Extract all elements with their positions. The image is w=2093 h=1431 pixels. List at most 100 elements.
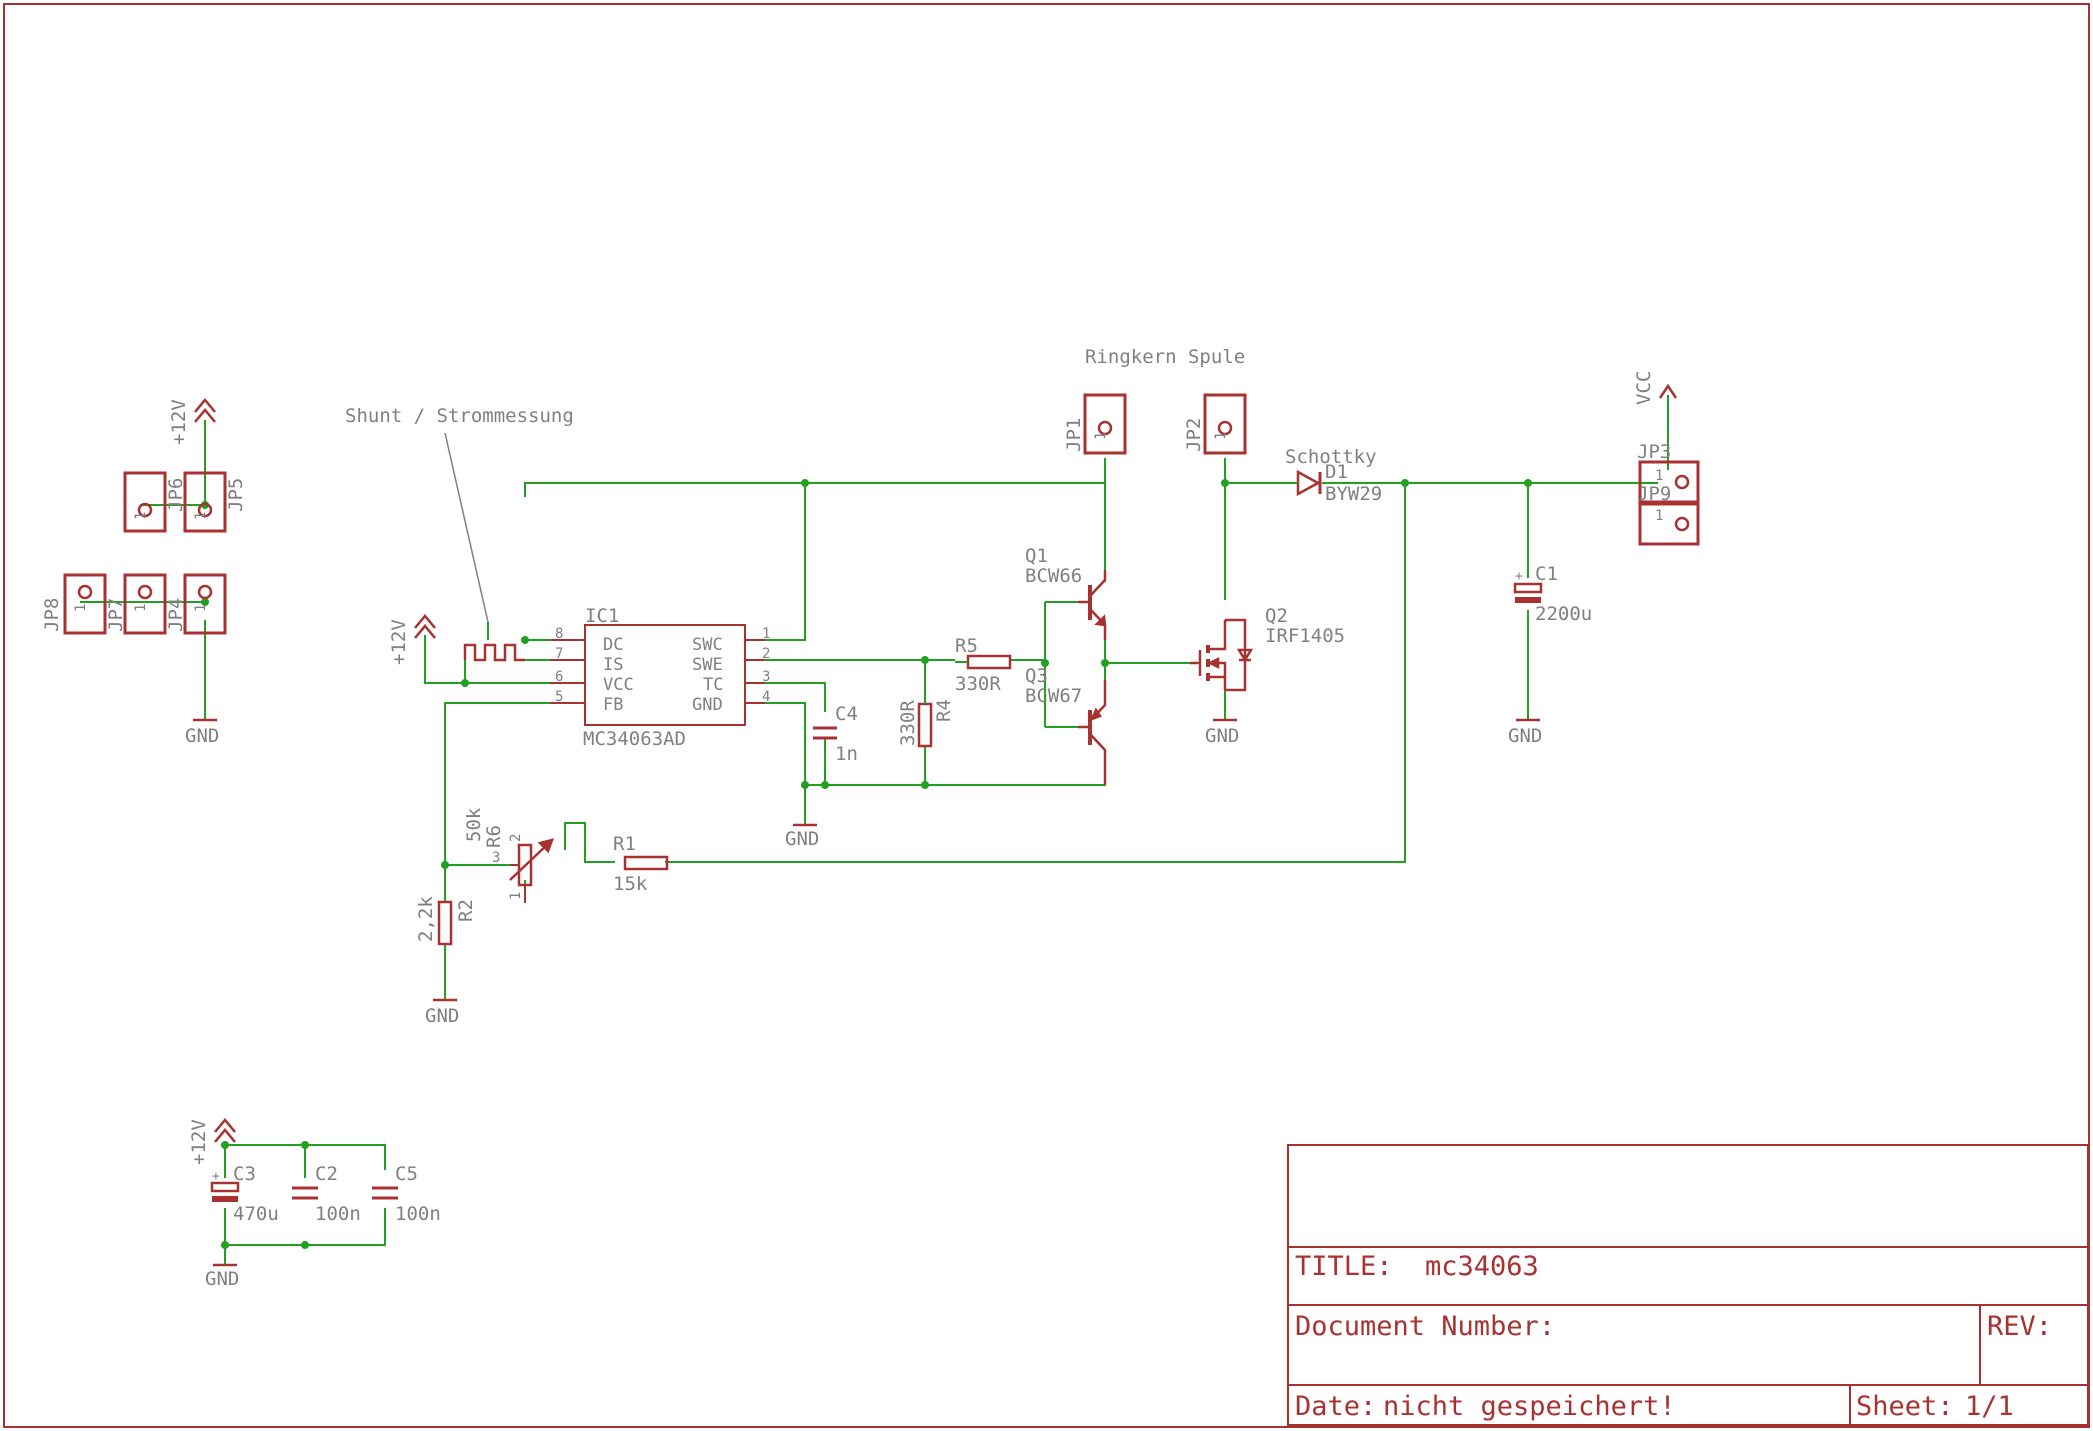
vcc-arrow xyxy=(1658,383,1678,399)
ic1-pin-swc: SWC xyxy=(692,635,723,655)
d1-name: D1 xyxy=(1325,461,1348,483)
plus12v-label-ic: +12V xyxy=(388,619,410,665)
sheet-value: 1/1 xyxy=(1965,1391,2014,1422)
ic1-pin-stubs xyxy=(550,639,765,704)
r6-value: 50k xyxy=(463,807,485,842)
jp9-pin: 1 xyxy=(1655,508,1663,524)
jp9-body xyxy=(1638,502,1700,546)
wires xyxy=(80,395,1669,1265)
r1-symbol xyxy=(623,855,669,871)
gnd-label-r2: GND xyxy=(425,1005,459,1027)
r1-name: R1 xyxy=(613,833,636,855)
jp2-label: JP2 xyxy=(1183,418,1205,452)
jp5-label: JP5 xyxy=(225,478,247,512)
r6-pin-3: 3 xyxy=(492,850,500,866)
ic1-pinnum-6: 6 xyxy=(555,669,563,685)
r6-name: R6 xyxy=(483,825,505,848)
ic1-pin-dc: DC xyxy=(603,635,623,655)
plus12v-label-jp: +12V xyxy=(168,399,190,445)
sheet-label: Sheet: xyxy=(1856,1391,1954,1422)
q3-value: BCW67 xyxy=(1025,685,1082,707)
doc-number-label: Document Number: xyxy=(1295,1311,1555,1342)
jp6-body xyxy=(123,471,167,533)
jp5-pin: 1 xyxy=(193,512,209,520)
jp8-label: JP8 xyxy=(41,598,63,632)
jp7-label: JP7 xyxy=(105,598,127,632)
ic1-pinnum-8: 8 xyxy=(555,626,563,642)
jp2-pin: 1 xyxy=(1213,432,1229,440)
shunt-leader-line xyxy=(444,432,489,623)
vcc-label: VCC xyxy=(1633,371,1655,405)
ic1-pin-is: IS xyxy=(603,655,623,675)
c3-name: C3 xyxy=(233,1163,256,1185)
r4-symbol xyxy=(917,702,933,748)
jp9-label: JP9 xyxy=(1637,483,1671,505)
q1-symbol xyxy=(1078,570,1107,640)
q2-name: Q2 xyxy=(1265,605,1288,627)
d1-symbol xyxy=(1290,469,1322,497)
ic1-pin-swe: SWE xyxy=(692,655,723,675)
jp7-pin: 1 xyxy=(133,604,149,612)
c1-value: 2200u xyxy=(1535,603,1592,625)
r5-name: R5 xyxy=(955,635,978,657)
jp3-label: JP3 xyxy=(1637,441,1671,463)
c5-value: 100n xyxy=(395,1203,441,1225)
plus12v-label-caps: +12V xyxy=(188,1119,210,1165)
junction-dots xyxy=(201,479,1532,1249)
c1-symbol xyxy=(1513,582,1543,603)
jp8-pin: 1 xyxy=(73,604,89,612)
r2-name: R2 xyxy=(455,899,477,922)
c4-value: 1n xyxy=(835,743,858,765)
jp8-body xyxy=(63,573,107,635)
r6-wiper xyxy=(509,841,551,881)
jp6-pin: 1 xyxy=(133,512,149,520)
gnd-label-q2: GND xyxy=(1205,725,1239,747)
ic1-pin-tc: TC xyxy=(703,675,723,695)
ic1-pinnum-2: 2 xyxy=(762,646,770,662)
jp1-label: JP1 xyxy=(1063,418,1085,452)
jp5-body xyxy=(183,471,227,533)
jp1-body xyxy=(1083,393,1127,455)
q1-value: BCW66 xyxy=(1025,565,1082,587)
q3-name: Q3 xyxy=(1025,665,1048,687)
c2-name: C2 xyxy=(315,1163,338,1185)
jp1-pin: 1 xyxy=(1093,432,1109,440)
r4-name: R4 xyxy=(933,699,955,722)
jp4-pin: 1 xyxy=(193,604,209,612)
c1-name: C1 xyxy=(1535,563,1558,585)
q2-symbol xyxy=(1190,618,1254,692)
ic1-pin-gnd: GND xyxy=(692,695,723,715)
r6-pin-2: 2 xyxy=(508,834,524,842)
r1-value: 15k xyxy=(613,873,648,895)
date-label: Date: xyxy=(1295,1391,1376,1422)
c4-symbol xyxy=(813,726,837,740)
c5-symbol xyxy=(372,1186,398,1200)
ic1-pin-vcc: VCC xyxy=(603,675,634,695)
jp6-label: JP6 xyxy=(165,478,187,512)
r4-value: 330R xyxy=(897,700,919,746)
c1-plus-mark: + xyxy=(1515,569,1523,584)
r5-symbol xyxy=(966,654,1012,670)
shunt-symbol xyxy=(463,643,525,662)
r5-value: 330R xyxy=(955,673,1001,695)
ic1-pinnum-4: 4 xyxy=(762,689,770,705)
gnd-label-jp: GND xyxy=(185,725,219,747)
ic1-body xyxy=(584,624,746,726)
jp3-body xyxy=(1638,460,1700,504)
ic1-pinnum-3: 3 xyxy=(762,669,770,685)
coil-note: Ringkern Spule xyxy=(1085,346,1245,368)
gnd-label-c4: GND xyxy=(785,828,819,850)
r6-pin-1: 1 xyxy=(508,892,524,900)
jp4-body xyxy=(183,573,227,635)
gnd-label-c1: GND xyxy=(1508,725,1542,747)
jp4-label: JP4 xyxy=(165,598,187,632)
ic1-pinnum-7: 7 xyxy=(555,646,563,662)
plus12v-arrow-ic xyxy=(414,614,436,639)
c3-symbol xyxy=(210,1181,240,1202)
schottky-label: Schottky xyxy=(1285,446,1377,468)
q3-symbol xyxy=(1078,680,1107,785)
ic1-pin-fb: FB xyxy=(603,695,623,715)
plus12v-arrow-caps xyxy=(214,1118,236,1143)
ic1-value: MC34063AD xyxy=(583,728,686,750)
